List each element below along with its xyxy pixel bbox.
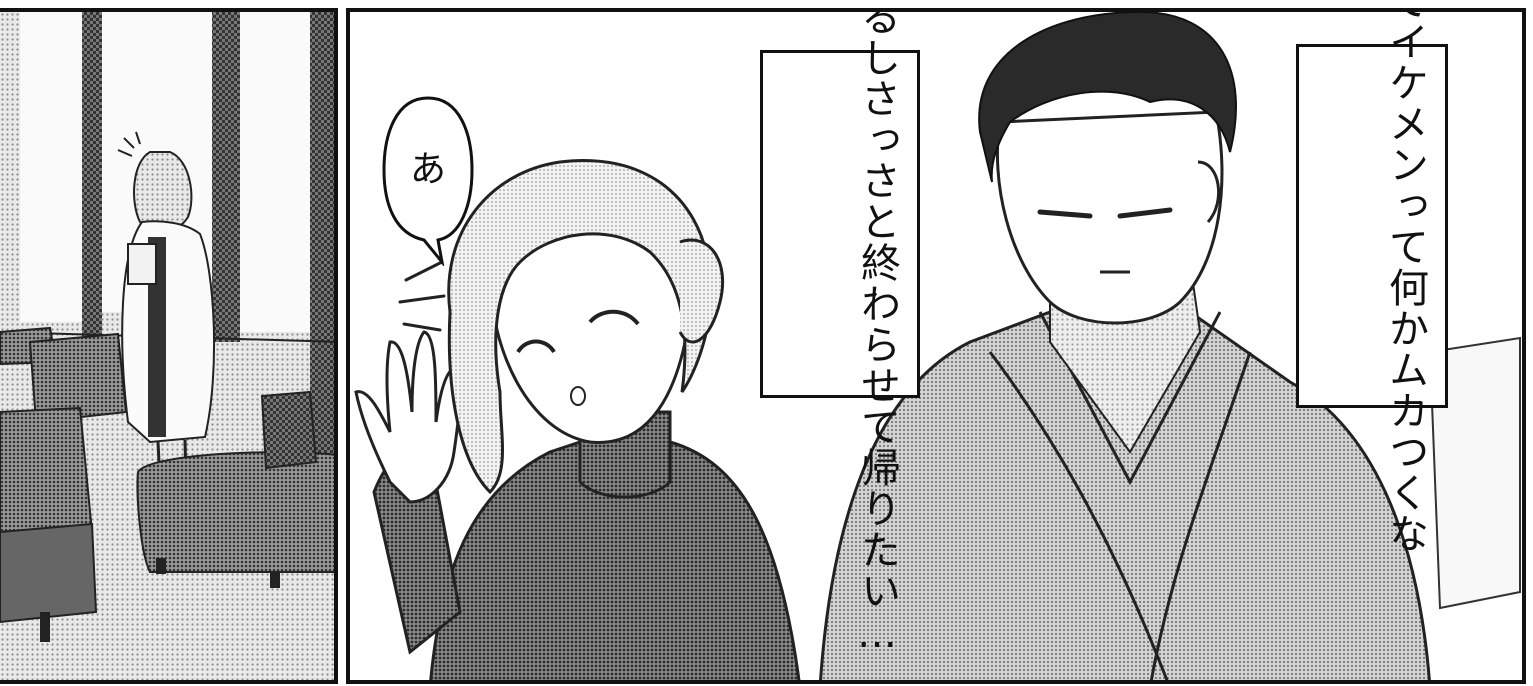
lobby-illustration — [0, 12, 334, 680]
woman-figure — [354, 159, 801, 680]
manga-panel-left — [0, 8, 338, 684]
caption-doctor-line2: 何かムカつくな — [1382, 267, 1428, 554]
manga-panel-right: あ 医者でイケメンって 何かムカつくな 体も疲れてるし さっさと終わらせて 帰り… — [346, 8, 1526, 684]
caption-tired-line1: 体も疲れてるし — [777, 12, 903, 78]
caption-doctor-line1: 医者でイケメンって — [1382, 8, 1428, 267]
caption-tired-line3: 帰りたい… — [854, 446, 900, 658]
speech-text-a: あ — [409, 149, 446, 190]
caption-tired-line2: さっさと終わらせて — [854, 77, 900, 447]
caption-box-tired: 体も疲れてるし さっさと終わらせて 帰りたい… — [760, 12, 920, 658]
lobby-sofas — [0, 326, 334, 642]
man-figure — [819, 12, 1431, 680]
doctor-figure — [117, 131, 216, 483]
caption-box-doctor: 医者でイケメンって 何かムカつくな — [1296, 12, 1448, 554]
characters-illustration — [354, 12, 1521, 680]
speech-bubble — [382, 96, 474, 266]
emphasis-lines — [398, 260, 446, 332]
